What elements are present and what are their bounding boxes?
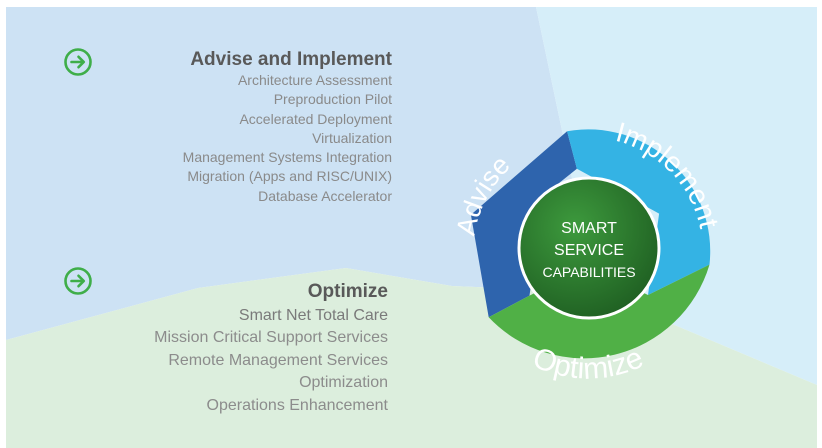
implement-segment (567, 129, 711, 295)
optimize-heading: Optimize (307, 281, 388, 302)
advise-implement-section: Advise and Implement Architecture Assess… (120, 49, 392, 206)
arrow-circle-right-icon (64, 48, 92, 76)
list-item: Virtualization (312, 129, 392, 146)
center-label-line: SMART (561, 220, 617, 237)
advise-implement-list: Architecture Assessment Preproduction Pi… (120, 71, 392, 206)
list-item: Architecture Assessment (237, 72, 392, 88)
service-lifecycle-wheel: Advise Implement Optimize SMART SERVICE … (451, 116, 725, 386)
list-item: Operations Enhancement (206, 396, 388, 414)
optimize-section: Optimize Smart Net Total Care Mission Cr… (100, 281, 388, 417)
list-item: Optimization (299, 374, 388, 392)
advise-implement-heading: Advise and Implement (190, 49, 392, 70)
list-item: Accelerated Deployment (239, 110, 392, 127)
optimize-list: Smart Net Total Care Mission Critical Su… (100, 305, 388, 417)
center-label-line: SERVICE (554, 242, 624, 259)
center-circle (517, 176, 661, 320)
list-item: Management Systems Integration (182, 149, 392, 166)
list-item: Smart Net Total Care (238, 307, 388, 324)
arrow-circle-right-icon (64, 267, 92, 295)
list-item: Database Accelerator (258, 187, 392, 204)
list-item: Mission Critical Support Services (154, 329, 388, 347)
background-blue-panel (6, 7, 596, 340)
list-item: Preproduction Pilot (273, 91, 392, 108)
center-label-line: CAPABILITIES (542, 264, 635, 280)
list-item: Remote Management Services (168, 351, 388, 369)
list-item: Migration (Apps and RISC/UNIX) (187, 168, 392, 185)
